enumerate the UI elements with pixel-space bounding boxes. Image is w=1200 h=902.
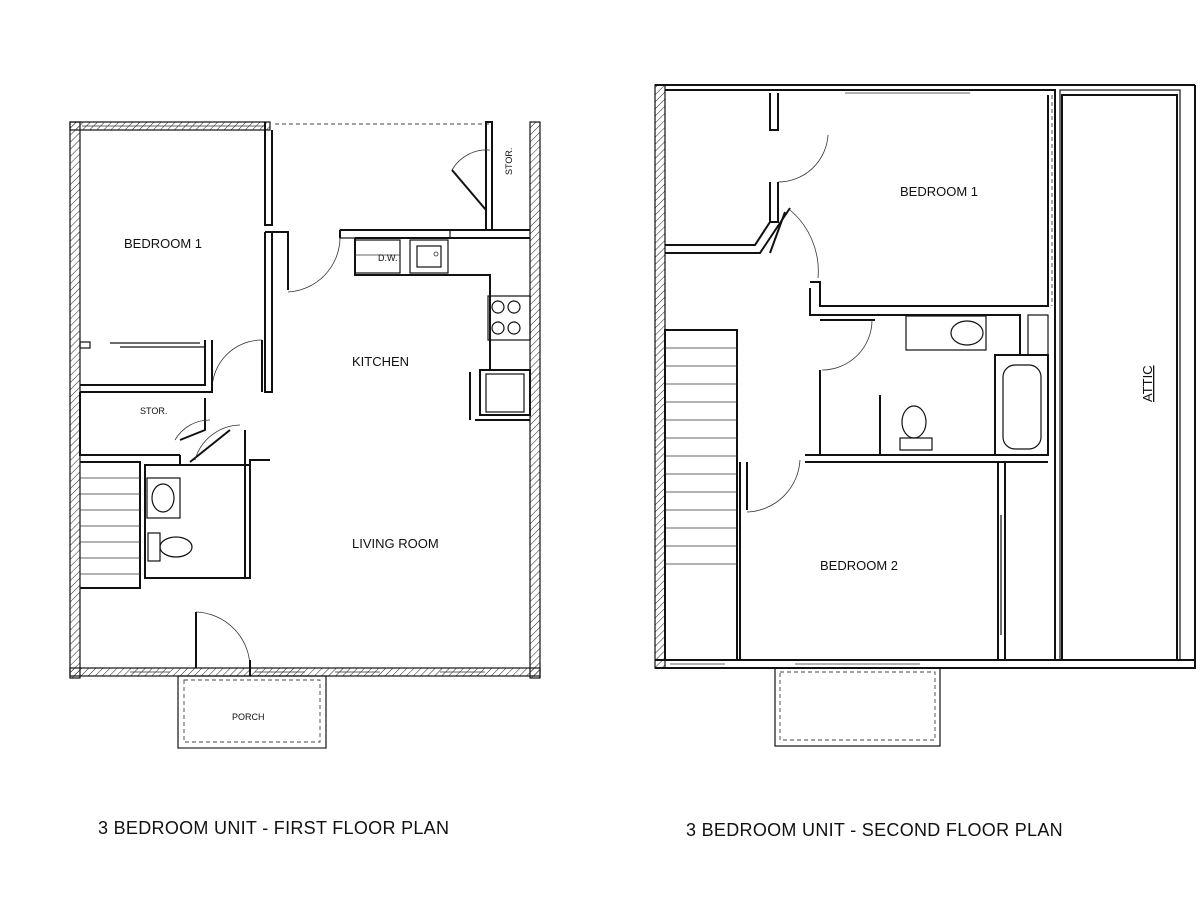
- second-floor-caption: 3 BEDROOM UNIT - SECOND FLOOR PLAN: [686, 820, 1063, 840]
- first-floor-bath: [144, 464, 251, 579]
- second-floor-bedroom2-label: BEDROOM 2: [820, 558, 898, 573]
- first-floor-east-wall: [529, 121, 541, 679]
- storage-left-label: STOR.: [140, 406, 167, 416]
- dishwasher-label: D.W.: [378, 253, 398, 263]
- first-floor-caption: 3 BEDROOM UNIT - FIRST FLOOR PLAN: [98, 818, 450, 838]
- porch-label: PORCH: [232, 712, 265, 722]
- attic-label: ATTIC: [1140, 365, 1155, 402]
- bedroom1-east-wall: [264, 122, 289, 290]
- living-room-label: LIVING ROOM: [352, 536, 439, 551]
- first-floor-plan: [69, 121, 541, 749]
- second-floor-plan: [654, 84, 1196, 747]
- second-floor-west-wall: [654, 84, 666, 669]
- second-floor-balcony: [774, 667, 941, 747]
- first-floor-west-wall: [69, 121, 81, 679]
- first-floor-bedroom1-label: BEDROOM 1: [124, 236, 202, 251]
- kitchen-label: KITCHEN: [352, 354, 409, 369]
- kitchen-counter: [339, 229, 530, 370]
- attic-area: [1061, 94, 1178, 661]
- storage-top-label: STOR.: [504, 148, 514, 175]
- second-floor-bedroom1-label: BEDROOM 1: [900, 184, 978, 199]
